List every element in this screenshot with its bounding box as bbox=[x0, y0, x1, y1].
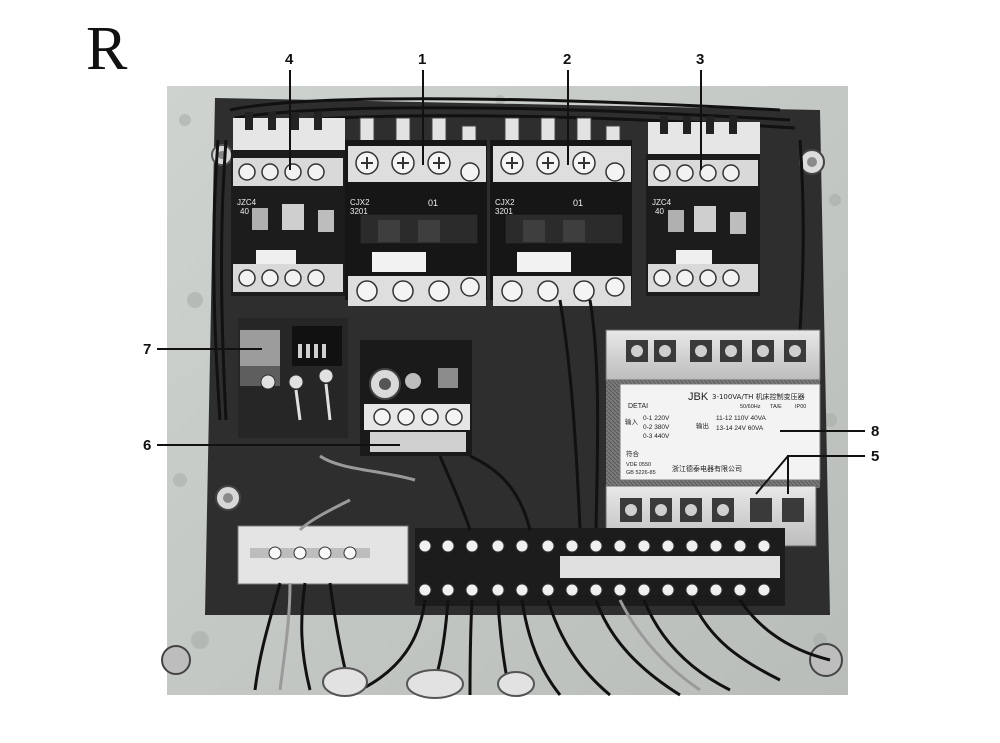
terminal-screws-top bbox=[418, 539, 771, 553]
transformer-out-label: 输出 bbox=[696, 421, 709, 430]
cable-grommets bbox=[322, 667, 535, 699]
ground-bar bbox=[237, 525, 409, 585]
fuse-block bbox=[238, 318, 348, 438]
transformer-ip: IP00 bbox=[795, 404, 806, 410]
relay-right-rating: 40 bbox=[655, 207, 664, 216]
relay-right: JZC4 40 bbox=[646, 116, 760, 296]
contactor-1: CJX2 3201 01 bbox=[345, 117, 487, 306]
transformer-in-1: 0-1 220V bbox=[643, 415, 670, 422]
transformer-freq: 50/60Hz bbox=[740, 404, 761, 410]
transformer-type: 3-100VA/TH 机床控制变压器 bbox=[712, 392, 805, 401]
relay-right-model: JZC4 bbox=[652, 198, 672, 207]
contactor-2-number: 3201 bbox=[495, 207, 513, 216]
callout-7: 7 bbox=[143, 341, 152, 358]
callout-2: 2 bbox=[563, 51, 572, 68]
callout-6: 6 bbox=[143, 437, 152, 454]
terminal-screws-bottom bbox=[418, 583, 771, 597]
transformer-out-2: 13-14 24V 60VA bbox=[716, 425, 764, 432]
relay-left-rating: 40 bbox=[240, 207, 249, 216]
control-transformer: JBK 3-100VA/TH 机床控制变压器 DETAI 50/60Hz TA/… bbox=[605, 329, 821, 547]
callout-8: 8 bbox=[871, 423, 880, 440]
contactor-1-model: CJX2 bbox=[350, 198, 370, 207]
transformer-out-1: 11-12 110V 40VA bbox=[716, 415, 767, 422]
callout-5: 5 bbox=[871, 448, 880, 465]
transformer-std-1: VDE 0550 bbox=[626, 462, 651, 468]
contactor-2: CJX2 3201 01 bbox=[490, 117, 632, 306]
wiring-light bbox=[278, 454, 701, 692]
contactor-2-model: CJX2 bbox=[495, 198, 515, 207]
figure-letter: R bbox=[86, 15, 128, 83]
callout-3: 3 bbox=[696, 51, 705, 68]
transformer-std-label: 符合 bbox=[626, 449, 640, 458]
plate-screws bbox=[161, 144, 843, 677]
transformer-std-2: GB 5226-85 bbox=[626, 470, 656, 476]
transformer-brand: DETAI bbox=[628, 403, 648, 410]
overload-relay bbox=[360, 340, 472, 456]
transformer-class: TA/E bbox=[770, 404, 782, 410]
callout-4: 4 bbox=[285, 51, 294, 68]
contactor-1-number: 3201 bbox=[350, 207, 368, 216]
transformer-maker: 浙江德泰电器有限公司 bbox=[672, 464, 742, 473]
transformer-model: JBK bbox=[688, 391, 709, 403]
relay-left-model: JZC4 bbox=[237, 198, 257, 207]
callout-lines bbox=[157, 70, 865, 495]
transformer-in-label: 输入 bbox=[625, 417, 639, 426]
relay-left: JZC4 40 bbox=[231, 112, 345, 296]
contactor-2-code: 01 bbox=[573, 198, 583, 208]
transformer-in-3: 0-3 440V bbox=[643, 433, 670, 440]
callout-1: 1 bbox=[418, 51, 427, 68]
transformer-in-2: 0-2 380V bbox=[643, 424, 670, 431]
terminal-strip bbox=[415, 528, 785, 606]
contactor-1-code: 01 bbox=[428, 198, 438, 208]
